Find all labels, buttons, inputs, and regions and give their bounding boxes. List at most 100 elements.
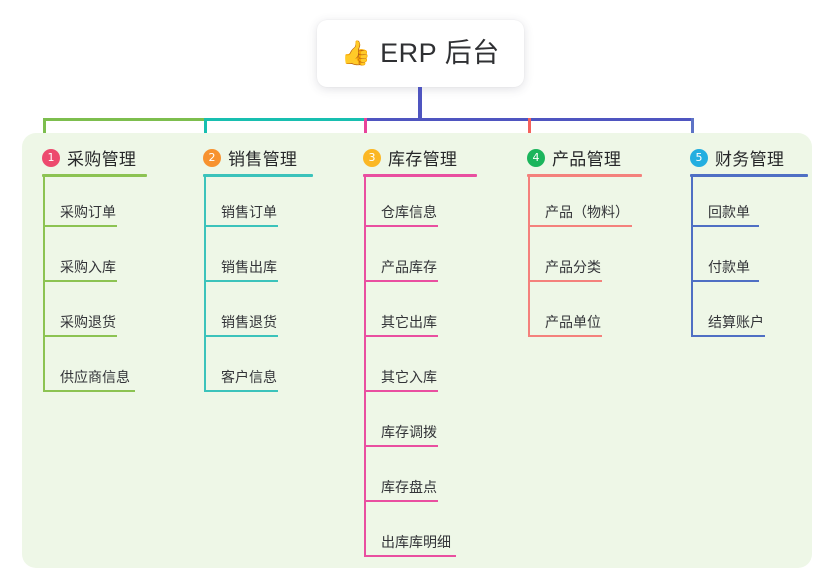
drop-connector-2 <box>204 118 207 146</box>
leaf-item-label: 库存盘点 <box>381 479 437 495</box>
branch-number-badge: 5 <box>690 148 708 167</box>
leaf-item-underline <box>364 555 456 557</box>
branch-header-4[interactable]: 4 产品管理 <box>527 145 621 170</box>
leaf-item-underline <box>528 280 602 282</box>
leaf-item[interactable]: 库存调拨 <box>364 423 438 447</box>
leaf-item-underline <box>691 335 765 337</box>
leaf-item-underline <box>528 335 602 337</box>
leaf-item-label: 销售退货 <box>221 314 277 330</box>
leaf-item-label: 产品（物料） <box>545 204 629 220</box>
root-node-label: ERP 后台 <box>380 38 500 68</box>
leaf-item-label: 产品库存 <box>381 259 437 275</box>
leaf-item[interactable]: 仓库信息 <box>364 203 438 227</box>
leaf-item-label: 客户信息 <box>221 369 277 385</box>
branch-header-underline <box>363 174 477 177</box>
leaf-item-underline <box>204 225 278 227</box>
leaf-item-label: 付款单 <box>708 259 750 275</box>
branch-header-1[interactable]: 1 采购管理 <box>42 145 136 170</box>
leaf-item-label: 采购退货 <box>60 314 116 330</box>
leaf-item-label: 仓库信息 <box>381 204 437 220</box>
leaf-item[interactable]: 出库库明细 <box>364 533 456 557</box>
leaf-item-label: 销售订单 <box>221 204 277 220</box>
branch-spine <box>364 176 366 557</box>
leaf-item[interactable]: 库存盘点 <box>364 478 438 502</box>
branch-title: 财务管理 <box>715 150 785 169</box>
leaf-item[interactable]: 采购订单 <box>43 203 117 227</box>
leaf-item[interactable]: 其它入库 <box>364 368 438 392</box>
leaf-item-label: 库存调拨 <box>381 424 437 440</box>
leaf-item[interactable]: 回款单 <box>691 203 759 227</box>
branch-number-badge: 2 <box>203 148 221 167</box>
leaf-item-label: 结算账户 <box>708 314 764 330</box>
leaf-item[interactable]: 产品（物料） <box>528 203 632 227</box>
drop-connector-1 <box>43 118 46 146</box>
branch-number-badge: 4 <box>527 148 545 167</box>
branch-spine <box>43 176 45 392</box>
bar-segment-2 <box>204 118 366 121</box>
leaf-item[interactable]: 采购入库 <box>43 258 117 282</box>
leaf-item[interactable]: 产品单位 <box>528 313 602 337</box>
leaf-item-label: 其它出库 <box>381 314 437 330</box>
branch-header-underline <box>690 174 808 177</box>
leaf-item-underline <box>204 335 278 337</box>
leaf-item[interactable]: 销售出库 <box>204 258 278 282</box>
leaf-item-label: 出库库明细 <box>381 534 451 550</box>
thumbs-up-icon: 👍 <box>341 39 372 67</box>
leaf-item-underline <box>364 390 438 392</box>
drop-connector-5 <box>691 118 694 146</box>
branch-header-2[interactable]: 2 销售管理 <box>203 145 297 170</box>
leaf-item[interactable]: 销售退货 <box>204 313 278 337</box>
branch-title: 销售管理 <box>228 150 298 169</box>
leaf-item-underline <box>691 280 759 282</box>
branch-title: 库存管理 <box>388 150 458 169</box>
branch-header-underline <box>203 174 313 177</box>
leaf-item[interactable]: 采购退货 <box>43 313 117 337</box>
branch-title: 产品管理 <box>552 150 622 169</box>
leaf-item-underline <box>204 390 278 392</box>
leaf-item[interactable]: 产品库存 <box>364 258 438 282</box>
branch-number-badge: 3 <box>363 148 381 167</box>
leaf-item-label: 产品分类 <box>545 259 601 275</box>
branch-spine <box>204 176 206 392</box>
leaf-item[interactable]: 客户信息 <box>204 368 278 392</box>
leaf-item-underline <box>364 500 438 502</box>
leaf-item[interactable]: 结算账户 <box>691 313 765 337</box>
leaf-item-underline <box>528 225 632 227</box>
leaf-item-label: 回款单 <box>708 204 750 220</box>
drop-connector-3 <box>364 118 367 146</box>
leaf-item-underline <box>364 225 438 227</box>
leaf-item-underline <box>43 335 117 337</box>
branch-title: 采购管理 <box>67 150 137 169</box>
root-node-erp-backend[interactable]: 👍 ERP 后台 <box>317 20 524 87</box>
leaf-item-underline <box>691 225 759 227</box>
drop-connector-4 <box>528 118 531 146</box>
bar-segment-1 <box>43 118 206 121</box>
branch-header-3[interactable]: 3 库存管理 <box>363 145 457 170</box>
leaf-item-label: 采购入库 <box>60 259 116 275</box>
branch-header-underline <box>527 174 642 177</box>
leaf-item[interactable]: 其它出库 <box>364 313 438 337</box>
leaf-item-label: 产品单位 <box>545 314 601 330</box>
branch-spine <box>528 176 530 337</box>
leaf-item-underline <box>364 445 438 447</box>
leaf-item-underline <box>43 280 117 282</box>
branch-header-5[interactable]: 5 财务管理 <box>690 145 784 170</box>
branch-spine <box>691 176 693 337</box>
root-stem-connector <box>418 87 422 121</box>
leaf-item-label: 供应商信息 <box>60 369 130 385</box>
branch-number-badge: 1 <box>42 148 60 167</box>
leaf-item-label: 销售出库 <box>221 259 277 275</box>
leaf-item-underline <box>43 390 135 392</box>
leaf-item-underline <box>364 335 438 337</box>
leaf-item[interactable]: 销售订单 <box>204 203 278 227</box>
leaf-item-label: 采购订单 <box>60 204 116 220</box>
leaf-item-label: 其它入库 <box>381 369 437 385</box>
leaf-item[interactable]: 供应商信息 <box>43 368 135 392</box>
branch-panel: 1 采购管理采购订单采购入库采购退货供应商信息 2 销售管理销售订单销售出库销售退货客… <box>22 133 812 568</box>
leaf-item[interactable]: 产品分类 <box>528 258 602 282</box>
leaf-item-underline <box>43 225 117 227</box>
leaf-item[interactable]: 付款单 <box>691 258 759 282</box>
leaf-item-underline <box>204 280 278 282</box>
branch-header-underline <box>42 174 147 177</box>
